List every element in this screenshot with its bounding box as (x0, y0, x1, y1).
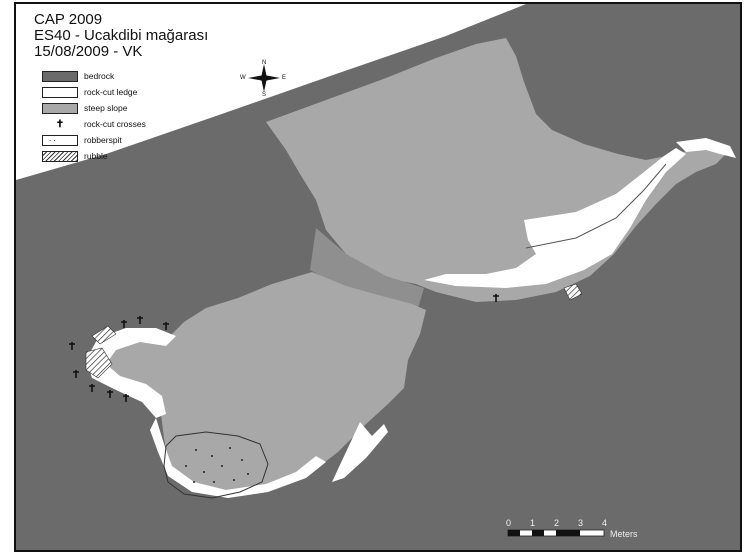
compass-east-label: E (282, 75, 287, 81)
scale-tick-label: 3 (578, 518, 584, 528)
scale-tick-label: 1 (530, 518, 536, 528)
scale-unit-label: Meters (610, 529, 638, 539)
legend-item-rock-cut-crosses: ✝ rock-cut crosses (42, 118, 146, 130)
legend-item-rubble: rubble (42, 150, 108, 162)
map-date: 15/08/2009 - VK (34, 43, 143, 60)
connecting-passage (310, 228, 424, 308)
legend-label: robberspit (84, 135, 122, 145)
bedrock-swatch (42, 70, 78, 82)
ledge-spur (332, 422, 388, 482)
map-frame: CAP 2009 ES40 - Ucakdibi mağarası 15/08/… (14, 2, 742, 552)
legend-item-steep-slope: steep slope (42, 102, 127, 114)
legend-label: rubble (84, 151, 108, 161)
cave-map (16, 4, 740, 550)
compass-rose (248, 64, 280, 92)
map-title: CAP 2009 (34, 11, 103, 28)
lower-chamber (88, 272, 426, 494)
robber-pit-dots (185, 447, 249, 483)
compass-west-label: W (240, 75, 246, 81)
map-subtitle: ES40 - Ucakdibi mağarası (34, 27, 209, 44)
rubble-swatch (42, 150, 78, 162)
legend-item-rock-cut-ledge: rock-cut ledge (42, 86, 137, 98)
scale-bar (507, 529, 605, 537)
ledge-swatch (42, 86, 78, 98)
cross-icon: ✝ (55, 118, 65, 130)
legend-label: bedrock (84, 71, 115, 81)
legend-item-bedrock: bedrock (42, 70, 114, 82)
legend-item-robberspit: . . robberspit (42, 134, 122, 146)
ledge-right (424, 148, 686, 288)
ledge-bottom (150, 418, 326, 498)
compass-north-label: N (262, 60, 267, 66)
legend-label: steep slope (84, 103, 128, 113)
ledge-outline (525, 163, 667, 249)
ledge-top-right (676, 138, 736, 158)
scale-tick-label: 2 (554, 518, 560, 528)
rubble-patch-1 (91, 325, 117, 345)
legend-label: rock-cut crosses (84, 119, 146, 129)
scale-tick-label: 4 (602, 518, 608, 528)
legend-label: rock-cut ledge (84, 87, 138, 97)
rubble-patch-2 (85, 347, 113, 379)
rock-cut-crosses (69, 294, 499, 402)
ledge-lower-left (86, 328, 176, 418)
robberspit-swatch: . . (42, 134, 78, 146)
rubble-patch-3 (563, 283, 583, 301)
steep-slope-swatch (42, 102, 78, 114)
scale-tick-label: 0 (506, 518, 512, 528)
robber-pit (163, 431, 269, 499)
compass-south-label: S (262, 92, 267, 98)
